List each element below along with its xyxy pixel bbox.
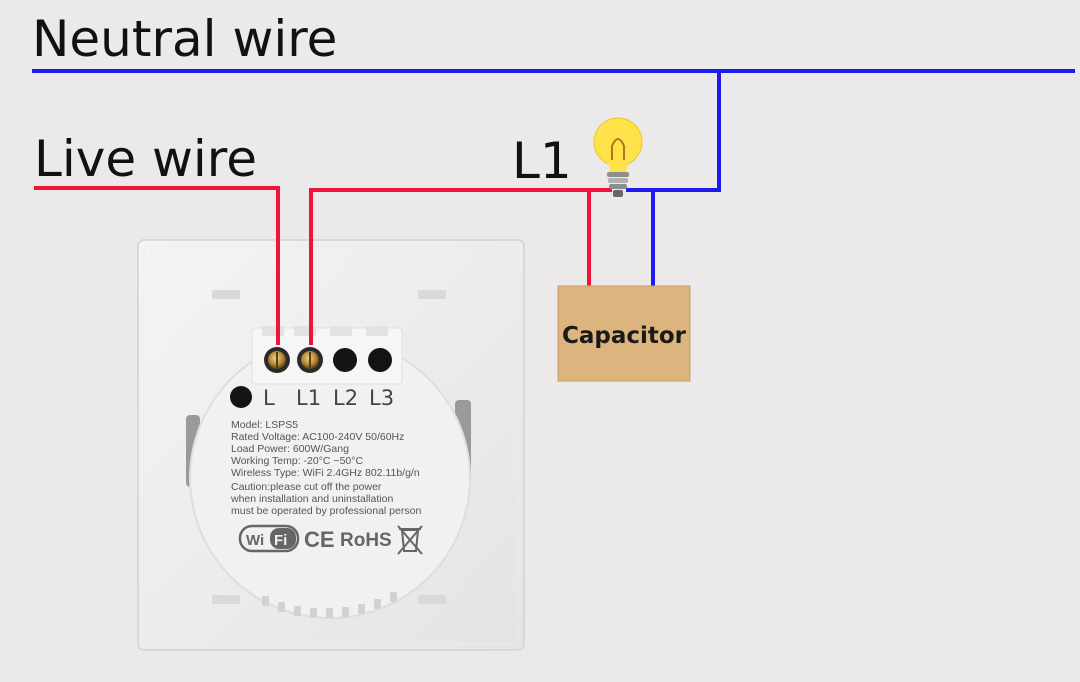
wifi-logo-icon: Wi Fi	[238, 524, 300, 553]
l1-wire	[309, 188, 612, 345]
live-wires	[34, 186, 612, 345]
capacitor: Capacitor	[557, 285, 691, 382]
terminal-label-l1: L1	[296, 386, 321, 410]
svg-text:Wi: Wi	[246, 532, 264, 549]
weee-bin-icon	[397, 525, 423, 555]
mounting-slot	[212, 290, 240, 299]
mounting-slot	[418, 595, 446, 604]
rohs-mark: RoHS	[340, 530, 392, 551]
spec-rated-voltage: Rated Voltage: AC100-240V 50/60Hz	[231, 431, 404, 443]
neutral-drop	[626, 71, 721, 192]
terminal-label-l3: L3	[369, 386, 394, 410]
ce-mark: CE	[304, 527, 335, 552]
housing-hole	[230, 386, 252, 408]
capacitor-label: Capacitor	[562, 323, 687, 349]
live-wire-main	[34, 186, 280, 345]
live-wire-label: Live wire	[34, 130, 257, 188]
terminal-screw-l	[264, 347, 290, 373]
spec-model: Model: LSPS5	[231, 419, 298, 431]
mounting-slot	[418, 290, 446, 299]
neutral-wires	[32, 69, 1075, 287]
terminal-screw-l1	[297, 347, 323, 373]
spec-load-power: Load Power: 600W/Gang	[231, 443, 349, 455]
svg-text:Fi: Fi	[274, 532, 287, 549]
spec-caution-2: when installation and uninstallation	[230, 493, 393, 505]
neutral-wire-label: Neutral wire	[32, 10, 337, 68]
terminal-hole-l3	[368, 348, 392, 372]
terminal-label-l: L	[263, 386, 275, 410]
terminal-label-l2: L2	[333, 386, 358, 410]
mounting-slot	[212, 595, 240, 604]
switch-housing: L L1 L2 L3 Model: LSPS5 Rated Voltage: A…	[189, 326, 471, 619]
spec-wireless-type: Wireless Type: WiFi 2.4GHz 802.11b/g/n	[231, 467, 420, 479]
spec-caution-3: must be operated by professional person	[231, 505, 421, 517]
spec-working-temp: Working Temp: -20°C ~50°C	[231, 455, 363, 467]
spec-caution-1: Caution:please cut off the power	[231, 481, 382, 493]
light-bulb-icon	[593, 117, 643, 197]
l1-label: L1	[512, 132, 572, 190]
terminal-hole-l2	[333, 348, 357, 372]
